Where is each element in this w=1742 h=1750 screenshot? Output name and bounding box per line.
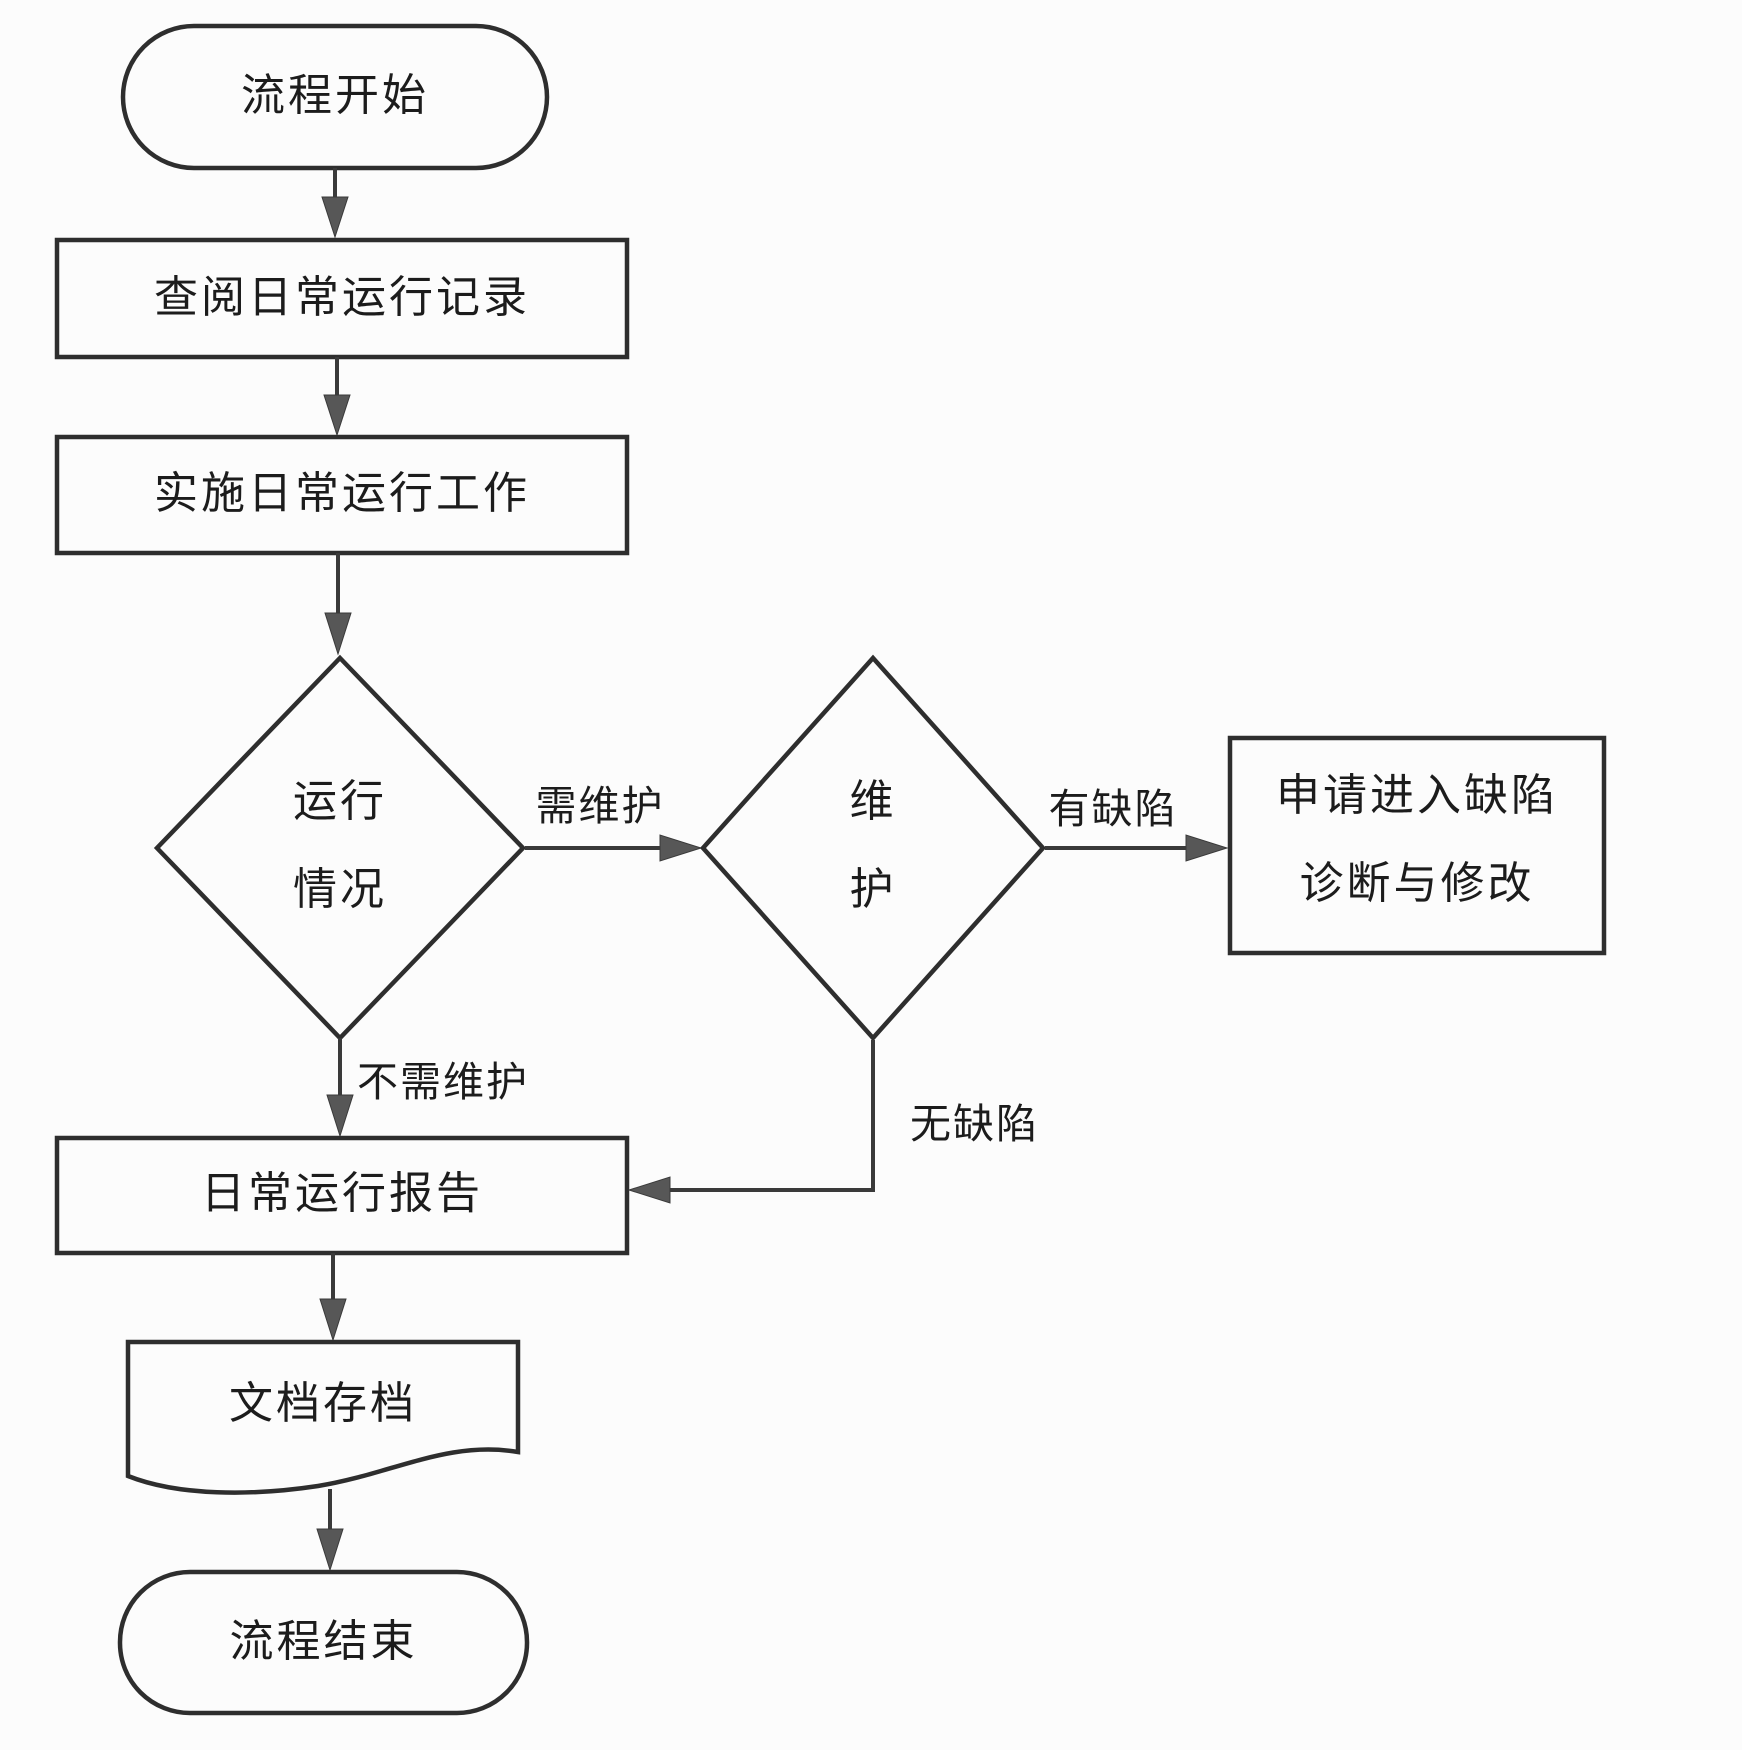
- implement-process-label: 实施日常运行工作: [154, 469, 530, 518]
- arrow-need-maintenance-head: [659, 834, 703, 862]
- edge-label-no-defect: 无缺陷: [910, 1101, 1039, 1147]
- maintenance-decision-shape: [699, 654, 1047, 1042]
- operation-decision-label: 运行 情况: [190, 758, 490, 934]
- report-process-label: 日常运行报告: [201, 1169, 483, 1218]
- operation-decision-line2: 情况: [293, 865, 387, 914]
- archive-document-label: 文档存档: [229, 1379, 417, 1428]
- review-process-label: 查阅日常运行记录: [154, 273, 530, 322]
- arrow-no-defect-line: [668, 1040, 875, 1192]
- maintenance-decision-line1: 维: [849, 777, 897, 826]
- defect-request-shape: [1227, 735, 1607, 956]
- maintenance-decision-label: 维 护: [723, 758, 1023, 934]
- arrow-start-review-head: [321, 196, 349, 239]
- defect-request-line2: 诊断与修改: [1299, 859, 1535, 908]
- arrow-no-defect-head: [627, 1176, 671, 1204]
- arrow-no-maintenance-head: [326, 1094, 354, 1138]
- end-terminator-label: 流程结束: [229, 1617, 418, 1666]
- arrow-has-defect-head: [1185, 834, 1229, 862]
- maintenance-decision-line2: 护: [849, 865, 897, 914]
- implement-process-shape: [54, 434, 630, 556]
- start-terminator-label: 流程开始: [241, 71, 429, 120]
- edge-label-has-defect: 有缺陷: [1048, 786, 1178, 832]
- arrow-implement-decision-head: [324, 612, 352, 656]
- arrow-report-archive-head: [319, 1298, 347, 1342]
- defect-request-line1: 申请进入缺陷: [1276, 771, 1558, 820]
- archive-document-shape: [125, 1339, 521, 1495]
- arrow-archive-end-head: [316, 1528, 344, 1572]
- edge-label-no-maintenance: 不需维护: [357, 1059, 529, 1105]
- defect-request-label: 申请进入缺陷 诊断与修改: [1230, 752, 1604, 928]
- report-process-shape: [54, 1135, 630, 1256]
- end-terminator-shape: [117, 1569, 530, 1716]
- arrow-review-implement-head: [323, 394, 351, 437]
- operation-decision-line1: 运行: [293, 777, 387, 826]
- edge-label-need-maintenance: 需维护: [535, 783, 665, 829]
- review-process-shape: [54, 237, 630, 360]
